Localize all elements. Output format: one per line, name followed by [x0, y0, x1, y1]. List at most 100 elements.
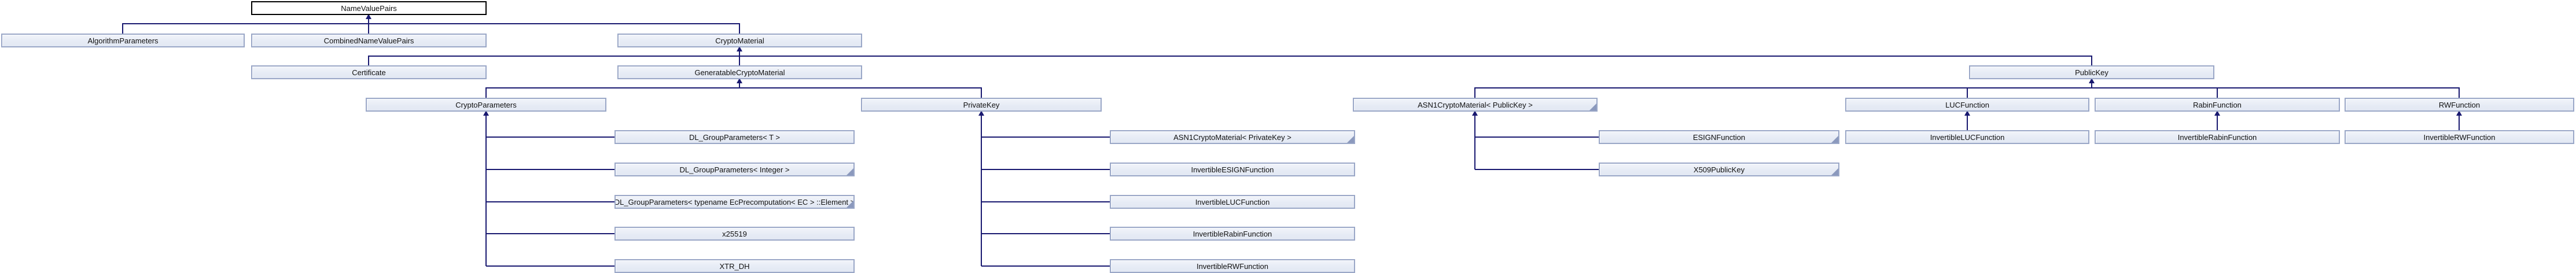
class-node-label: InvertibleESIGNFunction	[1191, 165, 1274, 174]
class-node-invertible-luc-function-2[interactable]: InvertibleLUCFunction	[1110, 195, 1355, 209]
class-node-label: PublicKey	[2075, 68, 2108, 77]
class-node-x509-public-key[interactable]: X509PublicKey	[1599, 163, 1839, 176]
inheritance-edge-v	[1967, 112, 1968, 130]
inheritance-edge-v	[368, 56, 369, 65]
inheritance-edge-h	[981, 169, 1110, 170]
inheritance-arrow-icon	[483, 110, 489, 116]
inheritance-arrow-icon	[737, 78, 742, 83]
class-node-certificate[interactable]: Certificate	[251, 65, 487, 79]
inheritance-edge-h	[486, 169, 614, 170]
class-node-x25519[interactable]: x25519	[614, 227, 855, 241]
class-node-label: DL_GroupParameters< T >	[689, 132, 781, 142]
class-node-esign-function[interactable]: ESIGNFunction	[1599, 130, 1839, 144]
inheritance-edge-v	[2459, 112, 2460, 130]
class-node-label: LUCFunction	[1945, 100, 1989, 109]
class-node-label: ASN1CryptoMaterial< PrivateKey >	[1173, 132, 1291, 142]
inheritance-edge-v	[1474, 112, 1475, 169]
class-node-invertible-rabin-function-2[interactable]: InvertibleRabinFunction	[1110, 227, 1355, 241]
inheritance-edge-v	[981, 112, 982, 266]
inheritance-arrow-icon	[2089, 78, 2095, 83]
class-node-label: Certificate	[352, 68, 386, 77]
class-node-label: InvertibleRWFunction	[2423, 132, 2496, 142]
inheritance-arrow-icon	[1964, 110, 1970, 116]
class-node-combined-name-value-pairs[interactable]: CombinedNameValuePairs	[251, 34, 487, 47]
inheritance-arrow-icon	[1472, 110, 1478, 116]
inheritance-edge-v	[2217, 112, 2218, 130]
class-node-label: XTR_DH	[719, 261, 750, 271]
inheritance-edge-v	[2091, 79, 2092, 88]
class-node-label: CryptoMaterial	[715, 36, 764, 45]
class-node-rabin-function[interactable]: RabinFunction	[2095, 98, 2340, 112]
inheritance-edge-h	[981, 136, 1110, 138]
inheritance-edge-v	[485, 112, 487, 266]
inheritance-edge-v	[2217, 87, 2218, 98]
class-node-label: x25519	[722, 229, 747, 238]
class-node-label: X509PublicKey	[1693, 165, 1745, 174]
truncated-corner-icon	[1831, 168, 1838, 175]
inheritance-edge-h	[1475, 136, 1599, 138]
class-node-algorithm-parameters[interactable]: AlgorithmParameters	[1, 34, 245, 47]
inheritance-edge-v	[981, 87, 982, 98]
class-node-xtr-dh[interactable]: XTR_DH	[614, 259, 855, 273]
class-node-name-value-pairs: NameValuePairs	[251, 1, 487, 15]
class-node-private-key[interactable]: PrivateKey	[861, 98, 1102, 112]
class-node-label: ESIGNFunction	[1692, 132, 1746, 142]
class-node-dl-group-parameters-t[interactable]: DL_GroupParameters< T >	[614, 130, 855, 144]
inheritance-edge-v	[2459, 87, 2460, 98]
class-node-invertible-luc-function[interactable]: InvertibleLUCFunction	[1845, 130, 2089, 144]
class-node-invertible-esign-function[interactable]: InvertibleESIGNFunction	[1110, 163, 1355, 176]
class-node-label: DL_GroupParameters< Integer >	[679, 165, 790, 174]
inheritance-edge-h	[486, 87, 982, 88]
class-node-label: InvertibleRWFunction	[1196, 261, 1269, 271]
truncated-corner-icon	[847, 201, 853, 208]
inheritance-edge-v	[122, 23, 123, 34]
class-node-label: CryptoParameters	[455, 100, 517, 109]
class-node-public-key[interactable]: PublicKey	[1969, 65, 2214, 79]
class-node-crypto-parameters[interactable]: CryptoParameters	[366, 98, 606, 112]
inheritance-edge-v	[485, 87, 487, 98]
class-node-label: AlgorithmParameters	[87, 36, 159, 45]
class-node-luc-function[interactable]: LUCFunction	[1845, 98, 2089, 112]
inheritance-edge-h	[981, 201, 1110, 202]
inheritance-edge-v	[2091, 56, 2092, 65]
class-node-label: RWFunction	[2438, 100, 2481, 109]
truncated-corner-icon	[1347, 136, 1354, 143]
class-node-label: InvertibleLUCFunction	[1930, 132, 2005, 142]
inheritance-edge-v	[368, 15, 369, 34]
truncated-corner-icon	[847, 168, 853, 175]
inheritance-arrow-icon	[978, 110, 984, 116]
inheritance-edge-h	[486, 201, 614, 202]
class-node-crypto-material[interactable]: CryptoMaterial	[617, 34, 862, 47]
class-node-label: NameValuePairs	[341, 3, 397, 13]
class-node-asn1-crypto-material-public-key[interactable]: ASN1CryptoMaterial< PublicKey >	[1353, 98, 1598, 112]
class-node-dl-group-parameters-integer[interactable]: DL_GroupParameters< Integer >	[614, 163, 855, 176]
class-node-invertible-rw-function[interactable]: InvertibleRWFunction	[2345, 130, 2574, 144]
class-node-generatable-crypto-material[interactable]: GeneratableCryptoMaterial	[617, 65, 862, 79]
inheritance-edge-h	[123, 23, 740, 24]
class-node-invertible-rw-function-2[interactable]: InvertibleRWFunction	[1110, 259, 1355, 273]
truncated-corner-icon	[1589, 104, 1596, 110]
class-node-invertible-rabin-function[interactable]: InvertibleRabinFunction	[2095, 130, 2340, 144]
inheritance-arrow-icon	[737, 46, 742, 51]
inheritance-edge-v	[739, 47, 740, 65]
inheritance-edge-h	[1475, 169, 1599, 170]
inheritance-edge-v	[739, 23, 740, 34]
truncated-corner-icon	[1831, 136, 1838, 143]
class-node-label: CombinedNameValuePairs	[323, 36, 414, 45]
class-node-rw-function[interactable]: RWFunction	[2345, 98, 2574, 112]
inheritance-edge-v	[1474, 87, 1475, 98]
inheritance-arrow-icon	[2456, 110, 2462, 116]
inheritance-arrow-icon	[2214, 110, 2220, 116]
class-node-label: InvertibleRabinFunction	[1193, 229, 1272, 238]
class-node-label: RabinFunction	[2193, 100, 2242, 109]
class-node-asn1-crypto-material-private-key[interactable]: ASN1CryptoMaterial< PrivateKey >	[1110, 130, 1355, 144]
inheritance-edge-h	[981, 265, 1110, 267]
inheritance-edge-h	[486, 233, 614, 234]
class-node-label: InvertibleLUCFunction	[1195, 197, 1270, 206]
inheritance-edge-v	[1967, 87, 1968, 98]
inheritance-edge-h	[486, 136, 614, 138]
class-node-label: ASN1CryptoMaterial< PublicKey >	[1418, 100, 1533, 109]
class-node-dl-group-parameters-ec-element[interactable]: DL_GroupParameters< typename EcPrecomput…	[614, 195, 855, 209]
class-node-label: DL_GroupParameters< typename EcPrecomput…	[614, 197, 855, 206]
